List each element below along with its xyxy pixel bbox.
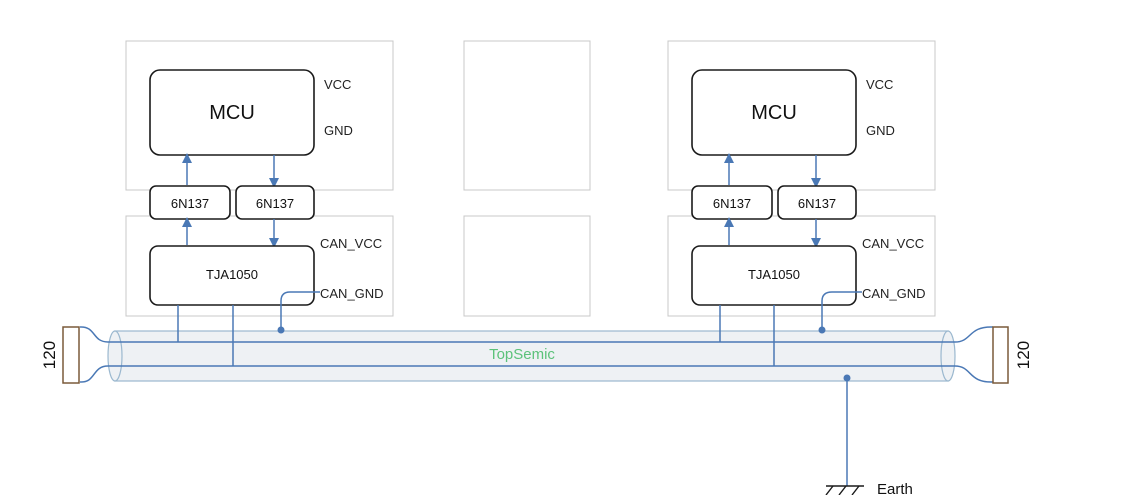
opto-right-block [777, 185, 857, 220]
can-gnd-label: CAN_GND [862, 286, 926, 301]
opto-right-label: 6N137 [798, 196, 836, 211]
shield-earth-connection: Earth [825, 374, 913, 495]
can-vcc-label: CAN_VCC [320, 236, 382, 251]
cable-right-end [940, 330, 956, 382]
mcu-label: MCU [209, 102, 255, 124]
transceiver-label: TJA1050 [206, 267, 258, 282]
opto-left-label: 6N137 [713, 196, 751, 211]
earth-ground-icon [825, 485, 864, 495]
node-2: MCU VCC GND 6N137 6N137 TJA1050 CAN_VCC … [691, 69, 926, 366]
can-gnd-label: CAN_GND [320, 286, 384, 301]
can-gnd-wire [821, 291, 862, 329]
can-gnd-junction [277, 326, 285, 334]
terminator-left: 120 [40, 326, 109, 384]
can-gnd-wire [280, 291, 320, 329]
earth-label: Earth [877, 481, 913, 495]
mcu-block [149, 69, 315, 156]
middle-lower-panel [463, 215, 591, 317]
opto-right-label: 6N137 [256, 196, 294, 211]
vcc-label: VCC [866, 77, 893, 92]
resistor-right-label: 120 [1014, 341, 1033, 369]
opto-right-block [235, 185, 315, 220]
middle-upper-panel [463, 40, 591, 191]
bus-label: TopSemic [489, 346, 555, 363]
node-1: MCU VCC GND 6N137 6N137 TJA1050 CAN_VCC … [149, 69, 384, 366]
mcu-block [691, 69, 857, 156]
transceiver-block [149, 245, 315, 306]
can-vcc-label: CAN_VCC [862, 236, 924, 251]
opto-left-label: 6N137 [171, 196, 209, 211]
transceiver-label: TJA1050 [748, 267, 800, 282]
resistor-left [62, 326, 80, 384]
gnd-label: GND [866, 123, 895, 138]
mcu-label: MCU [751, 102, 797, 124]
terminator-right: 120 [954, 326, 1033, 384]
resistor-left-label: 120 [40, 341, 59, 369]
vcc-label: VCC [324, 77, 351, 92]
can-cable [107, 330, 956, 382]
can-gnd-junction [818, 326, 826, 334]
resistor-right [992, 326, 1009, 384]
gnd-label: GND [324, 123, 353, 138]
cable-left-end [107, 330, 123, 382]
